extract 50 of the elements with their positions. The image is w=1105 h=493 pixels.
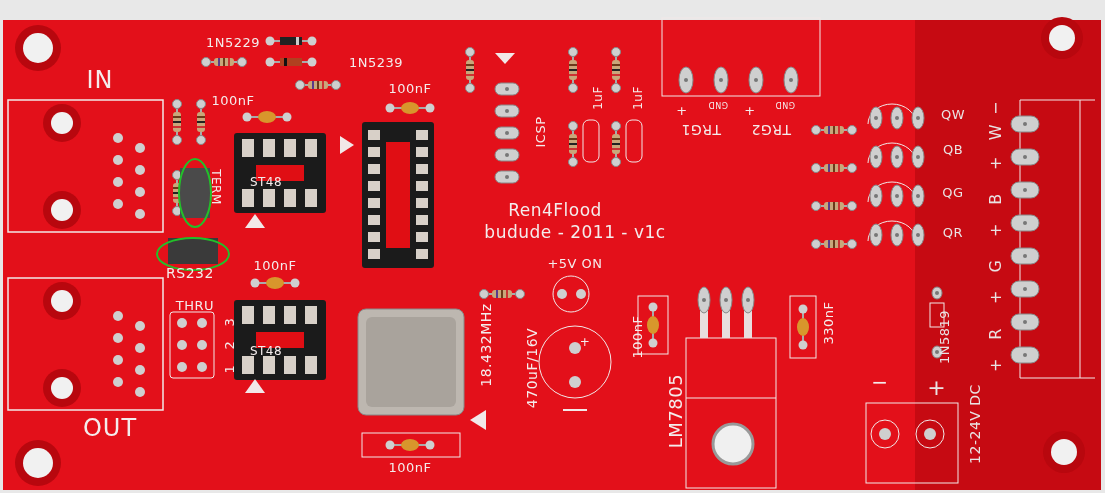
silkscreen-label: GND (775, 100, 795, 108)
silkscreen-label: 100nF (211, 93, 255, 107)
silkscreen-label: 3 (222, 317, 236, 327)
silkscreen-label: IN (86, 68, 114, 92)
silkscreen-label: 100nF (630, 315, 644, 359)
silkscreen-label: W (988, 123, 1004, 141)
silkscreen-label: − (988, 101, 1004, 115)
silkscreen-label: + (744, 103, 756, 117)
silkscreen-label: B (988, 193, 1004, 205)
silkscreen-label: TRG1 (681, 123, 721, 137)
silkscreen-label: 1 (222, 364, 236, 374)
silkscreen-label: 100nF (253, 258, 297, 272)
silkscreen-label: + (988, 156, 1004, 170)
silkscreen-label: − (871, 372, 889, 392)
silkscreen-label: Ren4Flood (508, 201, 602, 219)
silkscreen-label: + (988, 358, 1004, 372)
silkscreen-label: 18.432MHz (479, 303, 493, 387)
silkscreen-label: ICSP (533, 116, 547, 148)
silkscreen-label: 1N5239 (348, 55, 404, 69)
silkscreen-label: OUT (82, 416, 138, 440)
silkscreen-label: 330nF (821, 301, 835, 345)
silkscreen-label: 1uF (632, 86, 644, 110)
silkscreen-label: 470uF/16V (525, 327, 539, 409)
silkscreen-label: + (927, 377, 947, 399)
silkscreen-label: QG (942, 185, 964, 199)
silkscreen-label: 100nF (388, 81, 432, 95)
silkscreen-label: R (988, 328, 1004, 340)
silkscreen-label: 1uF (592, 86, 604, 110)
silkscreen-label: 12-24V DC (968, 384, 982, 464)
silkscreen-label: GND (708, 100, 728, 108)
silkscreen-label: 2 (222, 340, 236, 350)
silkscreen-label: + (676, 103, 688, 117)
silkscreen-label: + (988, 223, 1004, 237)
silkscreen-label: + (579, 336, 591, 348)
silkscreen-label: THRU (175, 298, 215, 312)
silkscreen-label: TERM (210, 169, 222, 205)
silkscreen-label: QW (940, 107, 966, 121)
silkscreen-label: + (988, 290, 1004, 304)
silkscreen-label: 1N5819 (937, 309, 951, 365)
silkscreen-label: ST48 (249, 345, 283, 357)
silkscreen-label: TRG2 (751, 123, 791, 137)
silkscreen-label: LM7805 (667, 373, 685, 449)
silkscreen-label: 100nF (388, 460, 432, 474)
silkscreen-label: +5V ON (547, 256, 603, 270)
silkscreen-label: RS232 (166, 266, 214, 280)
silkscreen-label: 1N5229 (205, 35, 261, 49)
silkscreen-label: budude - 2011 - v1c (484, 223, 666, 241)
silkscreen-label: QR (942, 225, 964, 239)
silkscreen-label: G (988, 259, 1004, 273)
silkscreen-label: QB (942, 142, 964, 156)
